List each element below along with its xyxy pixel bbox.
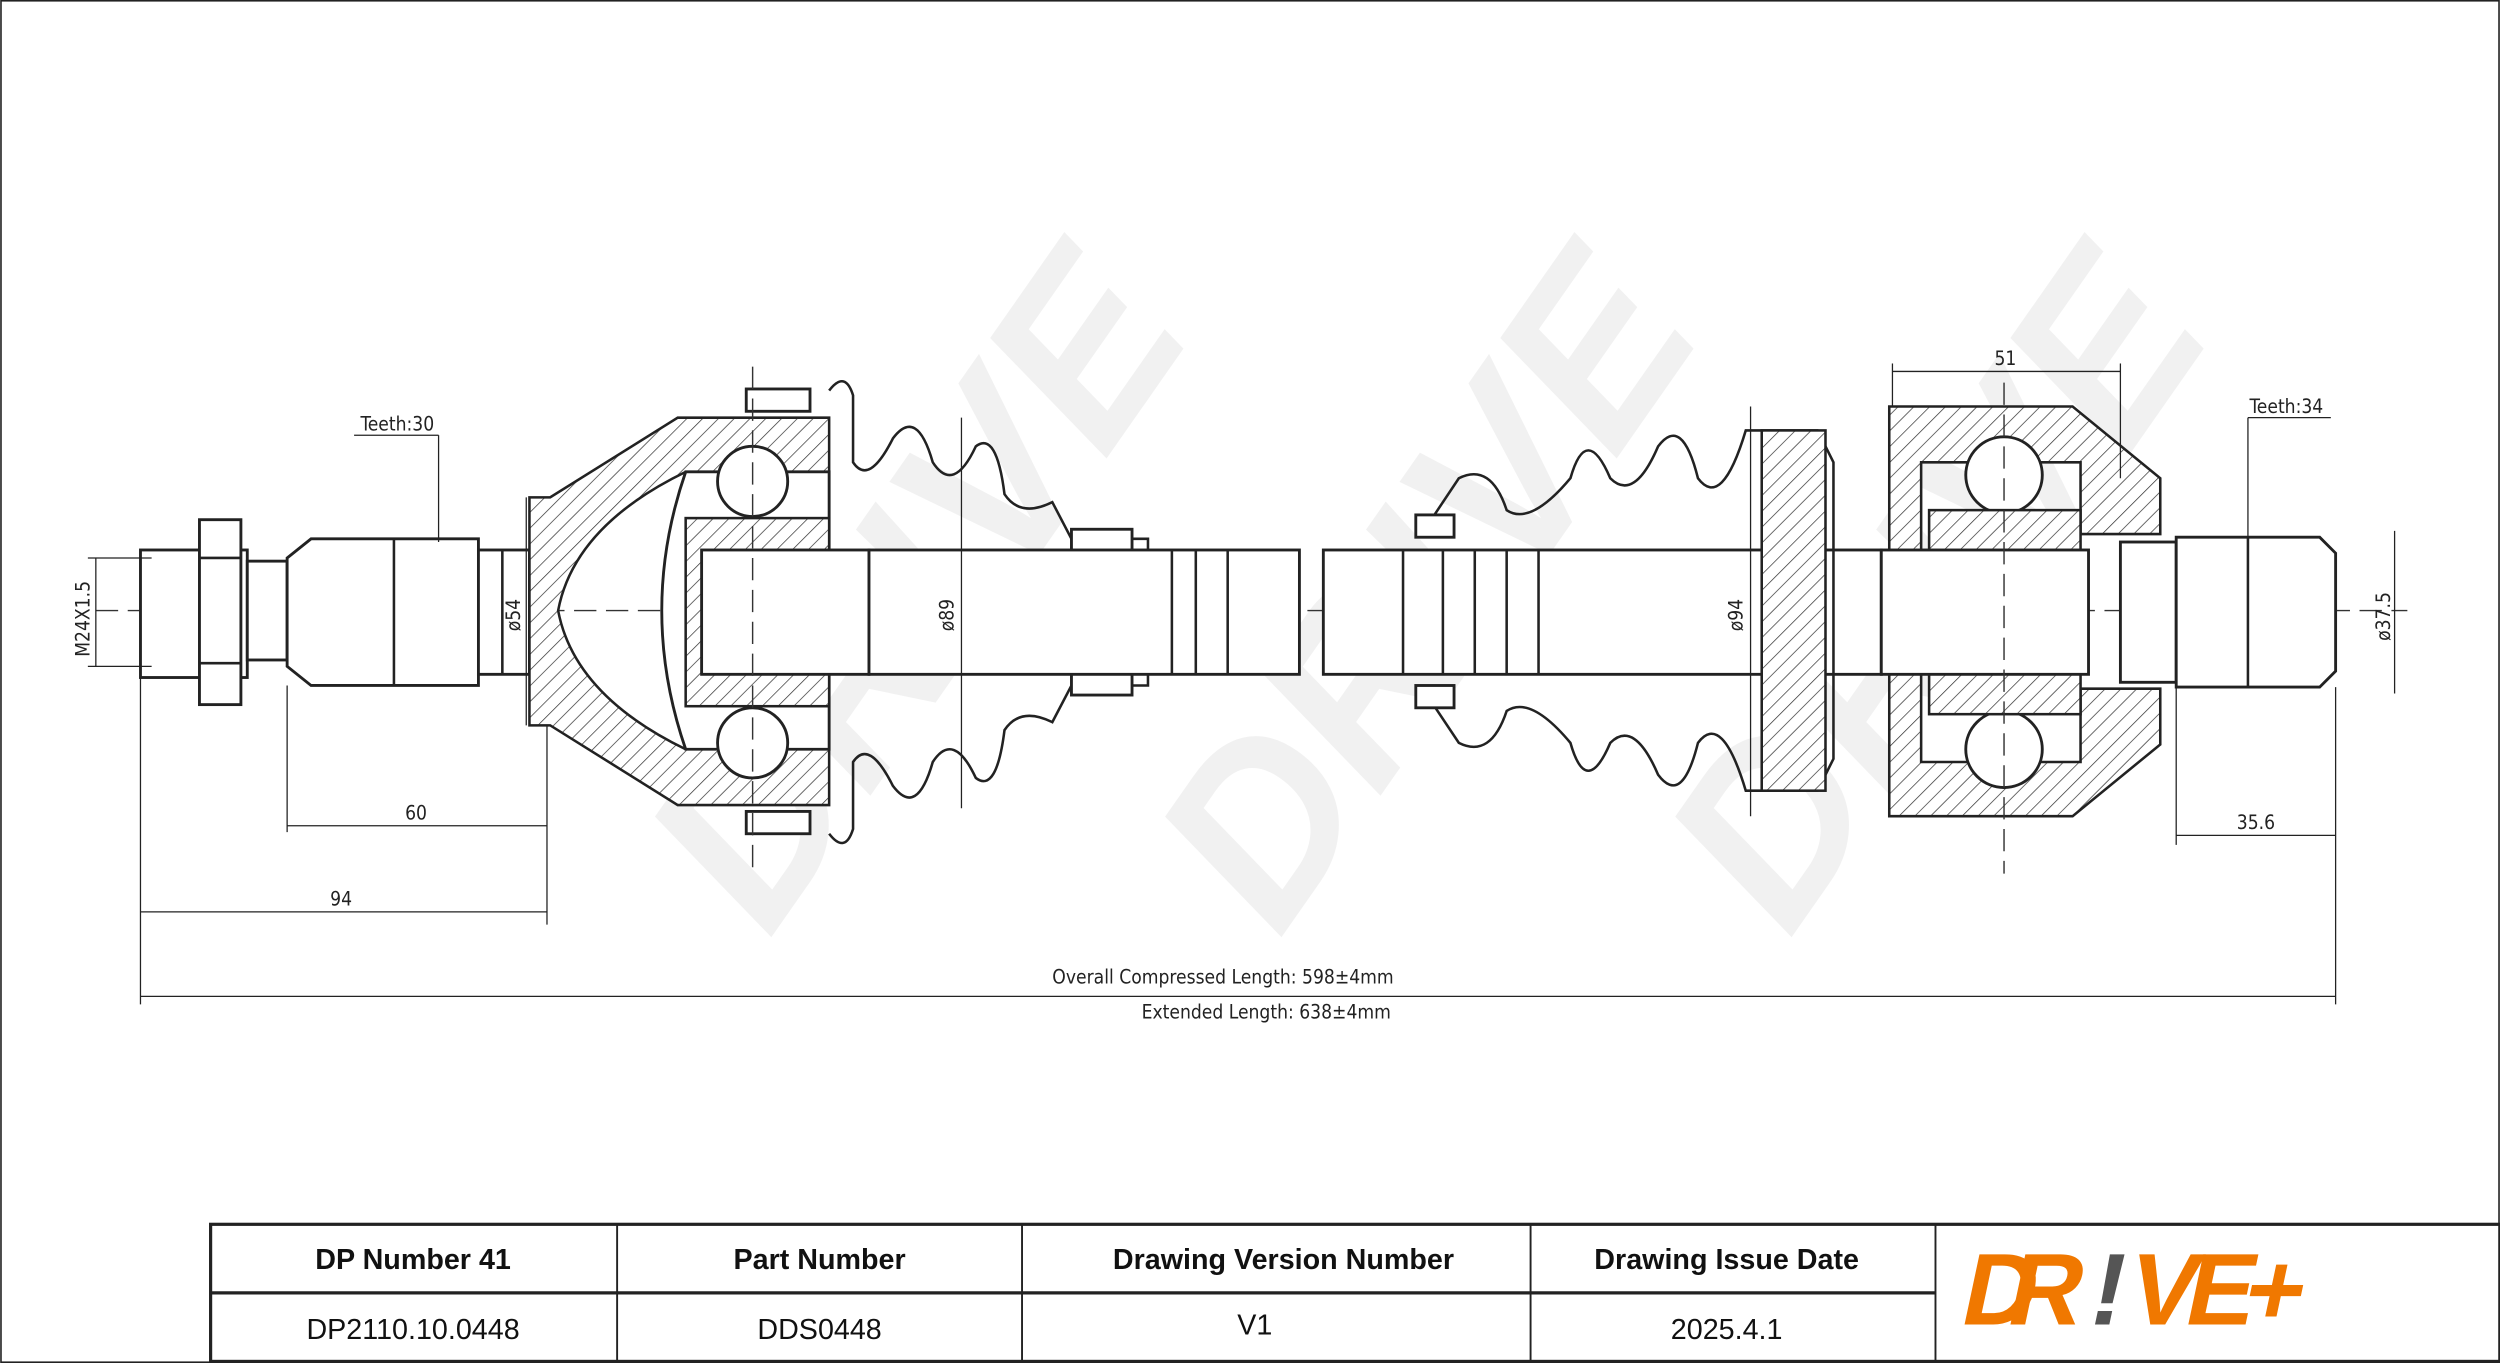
compressed-length-label: Overall Compressed Length: 598±4mm xyxy=(1052,966,1393,989)
svg-text:VE+: VE+ xyxy=(2119,1233,2319,1347)
right-cv-joint xyxy=(1879,382,2162,874)
header-issue-date: Drawing Issue Date xyxy=(1594,1244,1859,1276)
right-boot xyxy=(1425,429,1835,792)
diameter-94-label: ø94 xyxy=(1725,599,1748,631)
header-part-number: Part Number xyxy=(733,1244,905,1276)
header-dp-number: DP Number 41 xyxy=(315,1244,511,1276)
header-drawing-version: Drawing Version Number xyxy=(1113,1244,1454,1276)
thread-label: M24X1.5 xyxy=(71,581,94,657)
right-boot-ring xyxy=(1760,429,1827,792)
diameter-89-label: ø89 xyxy=(935,599,958,631)
left-cv-joint xyxy=(528,366,871,874)
value-part-number: DDS0448 xyxy=(757,1314,881,1346)
left-stub-shaft xyxy=(139,518,531,707)
diameter-54-label: ø54 xyxy=(502,599,525,631)
dim-94-label: 94 xyxy=(330,887,352,910)
title-block: DP Number 41 Part Number Drawing Version… xyxy=(209,1222,2500,1363)
dim-60-label: 60 xyxy=(405,801,427,824)
svg-text:DR: DR xyxy=(1953,1233,2097,1347)
value-issue-date: 2025.4.1 xyxy=(1671,1314,1783,1346)
teeth-right-label: Teeth:34 xyxy=(2249,395,2324,418)
value-dp-number: DP2110.10.0448 xyxy=(306,1314,519,1346)
dim-51-label: 51 xyxy=(1994,347,2016,370)
drive-logo: DR ! VE+ xyxy=(1953,1233,2318,1347)
value-drawing-version: V1 xyxy=(1237,1309,1272,1341)
diameter-37-5-label: ø37.5 xyxy=(2372,592,2395,641)
right-stub-shaft xyxy=(2118,535,2338,689)
dim-35-6-label: 35.6 xyxy=(2237,811,2275,834)
dimensions xyxy=(87,363,2396,1005)
right-boot-clamp xyxy=(1414,513,1456,539)
extended-length-label: Extended Length: 638±4mm xyxy=(1142,1001,1391,1024)
teeth-left-label: Teeth:30 xyxy=(359,412,434,435)
